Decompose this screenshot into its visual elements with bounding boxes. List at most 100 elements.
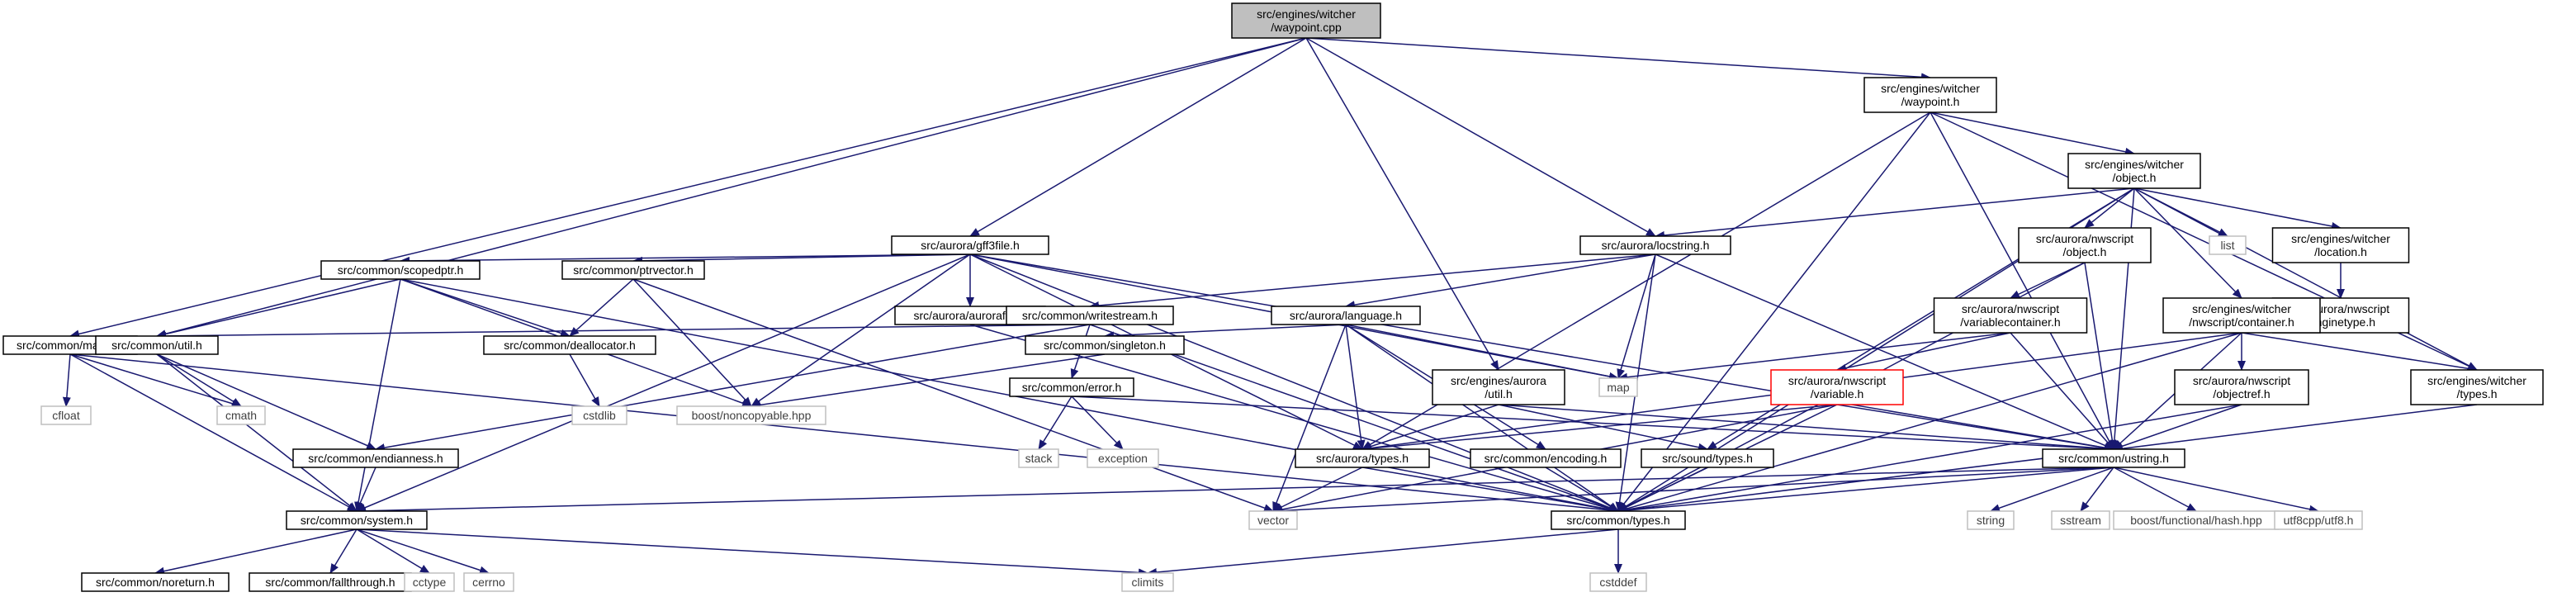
node-util[interactable]: src/common/util.h [95,335,219,355]
node-sstream: sstream [2051,510,2110,530]
node-box-cmath [216,405,266,425]
node-list: list [2209,235,2247,255]
edge-eaurutil-to-ustring [1498,404,2114,453]
node-nwsobjectref[interactable]: src/aurora/nwscript/objectref.h [2174,369,2309,405]
node-label-cctype: cctype [413,576,447,589]
node-fallthrough[interactable]: src/common/fallthrough.h [249,572,412,592]
node-gff3[interactable]: src/aurora/gff3file.h [891,235,1049,255]
node-error[interactable]: src/common/error.h [1009,377,1134,397]
edge-eaurutil-to-auroratypes [1361,404,1499,451]
node-label-system: src/common/system.h [301,514,413,527]
edge-encoding-to-ctypes [1545,467,1619,512]
node-soundtypes[interactable]: src/sound/types.h [1641,448,1774,468]
node-wlocation[interactable]: src/engines/witcher/location.h [2271,227,2410,263]
edge-system-to-noreturn [154,528,358,576]
edge-ustring-to-string [1990,467,2114,513]
edge-language-to-auroratypes [1345,324,1366,450]
node-wwaypoint[interactable]: src/engines/witcher/waypoint.h [1863,77,1997,113]
node-label-wlocation: src/engines/witcher/location.h [2291,232,2390,258]
edge-maths-to-system [69,353,358,512]
node-endianness[interactable]: src/common/endianness.h [292,448,459,468]
node-encoding[interactable]: src/common/encoding.h [1470,448,1622,468]
edge-gff3-to-scopedptr [400,253,971,265]
node-ctypes[interactable]: src/common/types.h [1551,510,1686,530]
edge-wobject-to-wnwscontainer [2133,187,2242,299]
node-label-cmath: cmath [225,409,257,422]
edge-writestream-to-ctypes [1089,324,1619,513]
node-box-nwsobject [2018,227,2152,263]
node-eaurutil[interactable]: src/engines/aurora/util.h [1432,369,1565,405]
node-scopedptr[interactable]: src/common/scopedptr.h [320,260,481,280]
node-label-endianness: src/common/endianness.h [308,452,443,465]
node-wobject[interactable]: src/engines/witcher/object.h [2067,153,2201,189]
edge-maths-to-cfloat [62,353,71,407]
node-box-cfloat [40,405,92,425]
node-deallocator[interactable]: src/common/deallocator.h [483,335,656,355]
node-box-gff3 [891,235,1049,255]
node-root[interactable]: src/engines/witcher/waypoint.cpp [1231,2,1381,39]
node-exception: exception [1087,448,1159,468]
node-ptrvector[interactable]: src/common/ptrvector.h [561,260,705,280]
node-wtypes[interactable]: src/engines/witcher/types.h [2410,369,2544,405]
edge-language-to-map [1345,324,1619,381]
edge-scopedptr-to-util [156,278,401,339]
edge-nwsvariable-to-ustring [1836,404,2114,452]
edge-maths-to-ctypes [69,353,1619,514]
node-label-nwsobjectref: src/aurora/nwscript/objectref.h [2193,374,2290,400]
node-label-cstdlib: cstdlib [583,409,616,422]
nodes: src/engines/witcher/waypoint.cpp src/comm… [2,2,2544,592]
node-locstr[interactable]: src/aurora/locstring.h [1579,235,1731,255]
node-cstdlib: cstdlib [571,405,627,425]
edge-root-to-util [156,37,1307,339]
node-box-system [286,510,428,530]
node-cfloat: cfloat [40,405,92,425]
edge-language-to-singleton [1104,324,1347,340]
node-ustring[interactable]: src/common/ustring.h [2042,448,2185,468]
edge-language-to-vector [1272,324,1347,512]
node-box-vector [1248,510,1298,530]
node-label-fallthrough: src/common/fallthrough.h [265,576,395,589]
node-label-error: src/common/error.h [1022,381,1122,394]
edge-wobject-to-locstr [1655,187,2135,239]
node-label-hash: boost/functional/hash.hpp [2130,514,2262,527]
node-map: map [1598,377,1638,397]
node-label-locstr: src/aurora/locstring.h [1602,239,1710,252]
node-noreturn[interactable]: src/common/noreturn.h [81,572,230,592]
edge-ustring-to-system [356,467,2114,515]
node-label-nwsobject: src/aurora/nwscript/object.h [2036,232,2133,258]
node-auroratypes[interactable]: src/aurora/types.h [1295,448,1430,468]
node-label-wtypes: src/engines/witcher/types.h [2427,374,2526,400]
node-stack: stack [1018,448,1059,468]
node-hash: boost/functional/hash.hpp [2113,510,2280,530]
edges [62,37,2478,577]
edge-gff3-to-ctypes [969,253,1619,512]
node-cerrno: cerrno [463,572,514,592]
edge-root-to-wwaypoint [1305,37,1931,82]
node-varcontainer[interactable]: src/aurora/nwscript/variablecontainer.h [1933,297,2088,334]
edge-wobject-to-wlocation [2133,187,2342,230]
edge-nwsvariable-to-auroratypes [1361,404,1838,452]
node-box-cstddef [1589,572,1647,592]
node-box-ustring [2042,448,2185,468]
node-box-nwsobjectref [2174,369,2309,405]
node-wnwscontainer[interactable]: src/engines/witcher/nwscript/container.h [2162,297,2321,334]
edge-nwsobjectref-to-ustring [2113,404,2242,451]
node-label-writestream: src/common/writestream.h [1022,309,1158,322]
node-label-util: src/common/util.h [111,339,202,352]
edge-root-to-eaurutil [1305,37,1499,371]
node-label-nwsvariable: src/aurora/nwscript/variable.h [1788,374,1886,400]
node-nwsvariable[interactable]: src/aurora/nwscript/variable.h [1770,369,1904,405]
node-language[interactable]: src/aurora/language.h [1271,306,1421,325]
node-box-soundtypes [1641,448,1774,468]
node-writestream[interactable]: src/common/writestream.h [1006,306,1174,325]
node-system[interactable]: src/common/system.h [286,510,428,530]
node-nwsobject[interactable]: src/aurora/nwscript/object.h [2018,227,2152,263]
node-singleton[interactable]: src/common/singleton.h [1025,335,1185,355]
node-label-vector: vector [1257,514,1289,527]
edge-wwaypoint-to-ctypes [1617,111,1931,512]
edge-util-to-system [156,353,358,512]
node-label-auroratypes: src/aurora/types.h [1316,452,1409,465]
node-label-sstream: sstream [2060,514,2101,527]
node-label-language: src/aurora/language.h [1290,309,1402,322]
edge-language-to-ctypes [1345,324,1619,512]
